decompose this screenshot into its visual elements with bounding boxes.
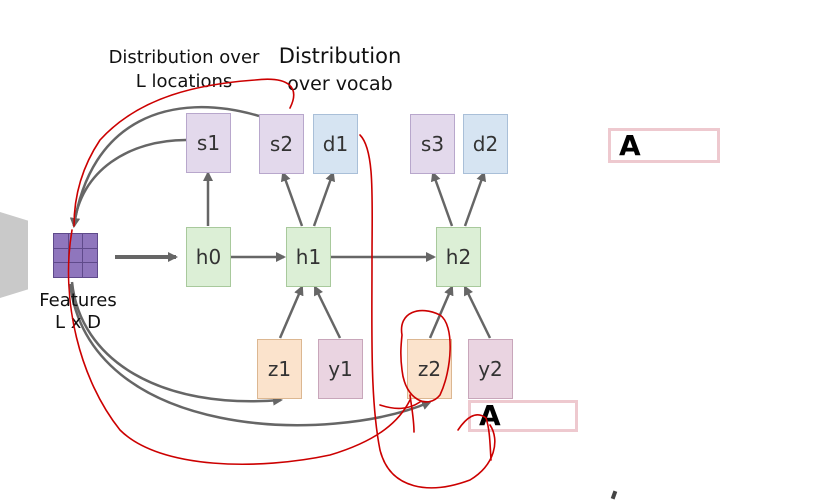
- node-y2: y2: [468, 339, 513, 399]
- features-grid: [53, 233, 98, 278]
- label-distribution-locations: Distribution over L locations: [108, 47, 260, 92]
- arrow-h2-to-d2: [463, 171, 487, 227]
- node-s1: s1: [186, 113, 231, 173]
- node-y1: y1: [318, 339, 363, 399]
- annotation-letter-top: A: [619, 129, 641, 162]
- node-h1: h1: [286, 227, 331, 287]
- ink-loop-top: [73, 78, 295, 227]
- node-s2: s2: [259, 114, 304, 174]
- ink-cross-z2-a: [379, 401, 421, 410]
- node-h2: h2: [436, 227, 481, 287]
- ink-circle-z2: [400, 309, 451, 403]
- ink-tick-y2: [457, 414, 492, 461]
- ink-sweep-right: [359, 134, 496, 489]
- node-z2: z2: [407, 339, 452, 399]
- arrow-h1-to-s2: [280, 171, 304, 227]
- arrow-h1-to-d1: [312, 171, 336, 227]
- node-s3: s3: [410, 114, 455, 174]
- annotation-box-top: A: [608, 128, 720, 163]
- arrow-h2-to-s3: [430, 171, 454, 227]
- arrow-y2-to-h2: [463, 285, 492, 339]
- ink-cross-z2-b: [409, 394, 415, 433]
- annotation-box-bottom: A: [468, 400, 578, 432]
- arrow-s2-to-features: [70, 105, 260, 228]
- node-z1: z1: [257, 339, 302, 399]
- arrow-features-to-z2: [68, 283, 432, 427]
- arrow-z1-to-h1: [278, 285, 304, 339]
- arrow-z2-to-h2: [428, 285, 454, 339]
- annotation-letter-bottom: A: [479, 399, 501, 432]
- ink-loop-left: [67, 229, 411, 466]
- label-distribution-vocab: Distribution over vocab: [278, 44, 402, 95]
- arrow-y1-to-h1: [313, 285, 342, 339]
- node-h0: h0: [186, 227, 231, 287]
- node-d1: d1: [313, 114, 358, 174]
- label-features: Features L x D: [39, 290, 117, 333]
- node-d2: d2: [463, 114, 508, 174]
- left-edge-shape: [0, 212, 28, 298]
- arrow-features-to-z1: [70, 281, 283, 406]
